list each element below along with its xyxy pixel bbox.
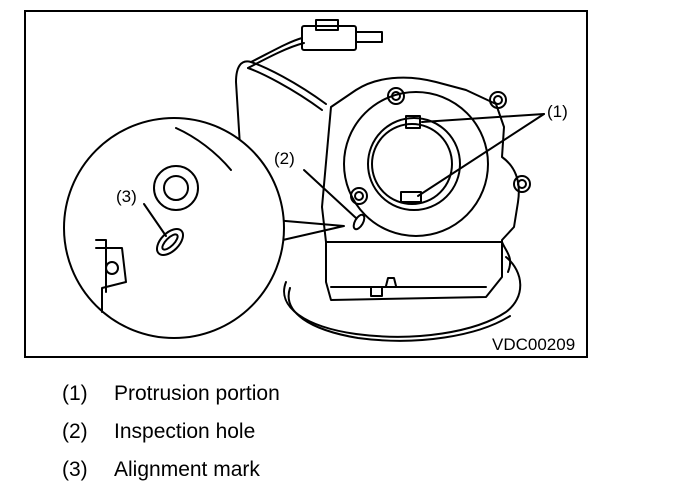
leader-1b (417, 113, 545, 197)
housing-ring-outer (343, 91, 489, 237)
leader-3 (143, 203, 167, 237)
magnifier-pointer (273, 219, 345, 243)
callout-1: (1) (547, 102, 568, 121)
callout-3: (3) (116, 187, 137, 206)
callout-2: (2) (274, 149, 295, 168)
figure-id-label: VDC00209 (492, 335, 575, 354)
magnifier-circle (63, 117, 285, 339)
legend-item: (2) Inspection hole (62, 420, 622, 458)
inspection-hole (352, 213, 366, 231)
legend-item-number: (1) (62, 382, 88, 405)
magnified-hole-inner (163, 175, 189, 201)
leader-1a (421, 113, 545, 123)
magnified-hole-outer (153, 165, 199, 211)
mount-hole-right (489, 91, 507, 109)
mount-hole-side (513, 175, 531, 193)
diagram-figure: (1) (2) (3) VDC00209 (24, 10, 588, 358)
protrusion-bottom (400, 191, 422, 203)
housing-ring-inner (367, 117, 461, 211)
legend: (1) Protrusion portion (2) Inspection ho… (62, 382, 622, 496)
protrusion-top (405, 115, 421, 129)
combination-switch-drawing: (1) (2) (3) VDC00209 (63, 19, 575, 354)
legend-item-text: Inspection hole (114, 420, 256, 443)
legend-item: (3) Alignment mark (62, 458, 622, 496)
legend-item-number: (3) (62, 458, 88, 481)
connector (301, 25, 357, 51)
legend-item-number: (2) (62, 420, 88, 443)
legend-item-text: Protrusion portion (114, 382, 280, 405)
mount-hole-left (350, 187, 368, 205)
legend-item: (1) Protrusion portion (62, 382, 622, 420)
switch-housing (321, 76, 520, 301)
mount-hole-top (387, 87, 405, 105)
legend-item-text: Alignment mark (114, 458, 260, 481)
leader-2 (303, 169, 357, 219)
alignment-mark (156, 228, 184, 256)
